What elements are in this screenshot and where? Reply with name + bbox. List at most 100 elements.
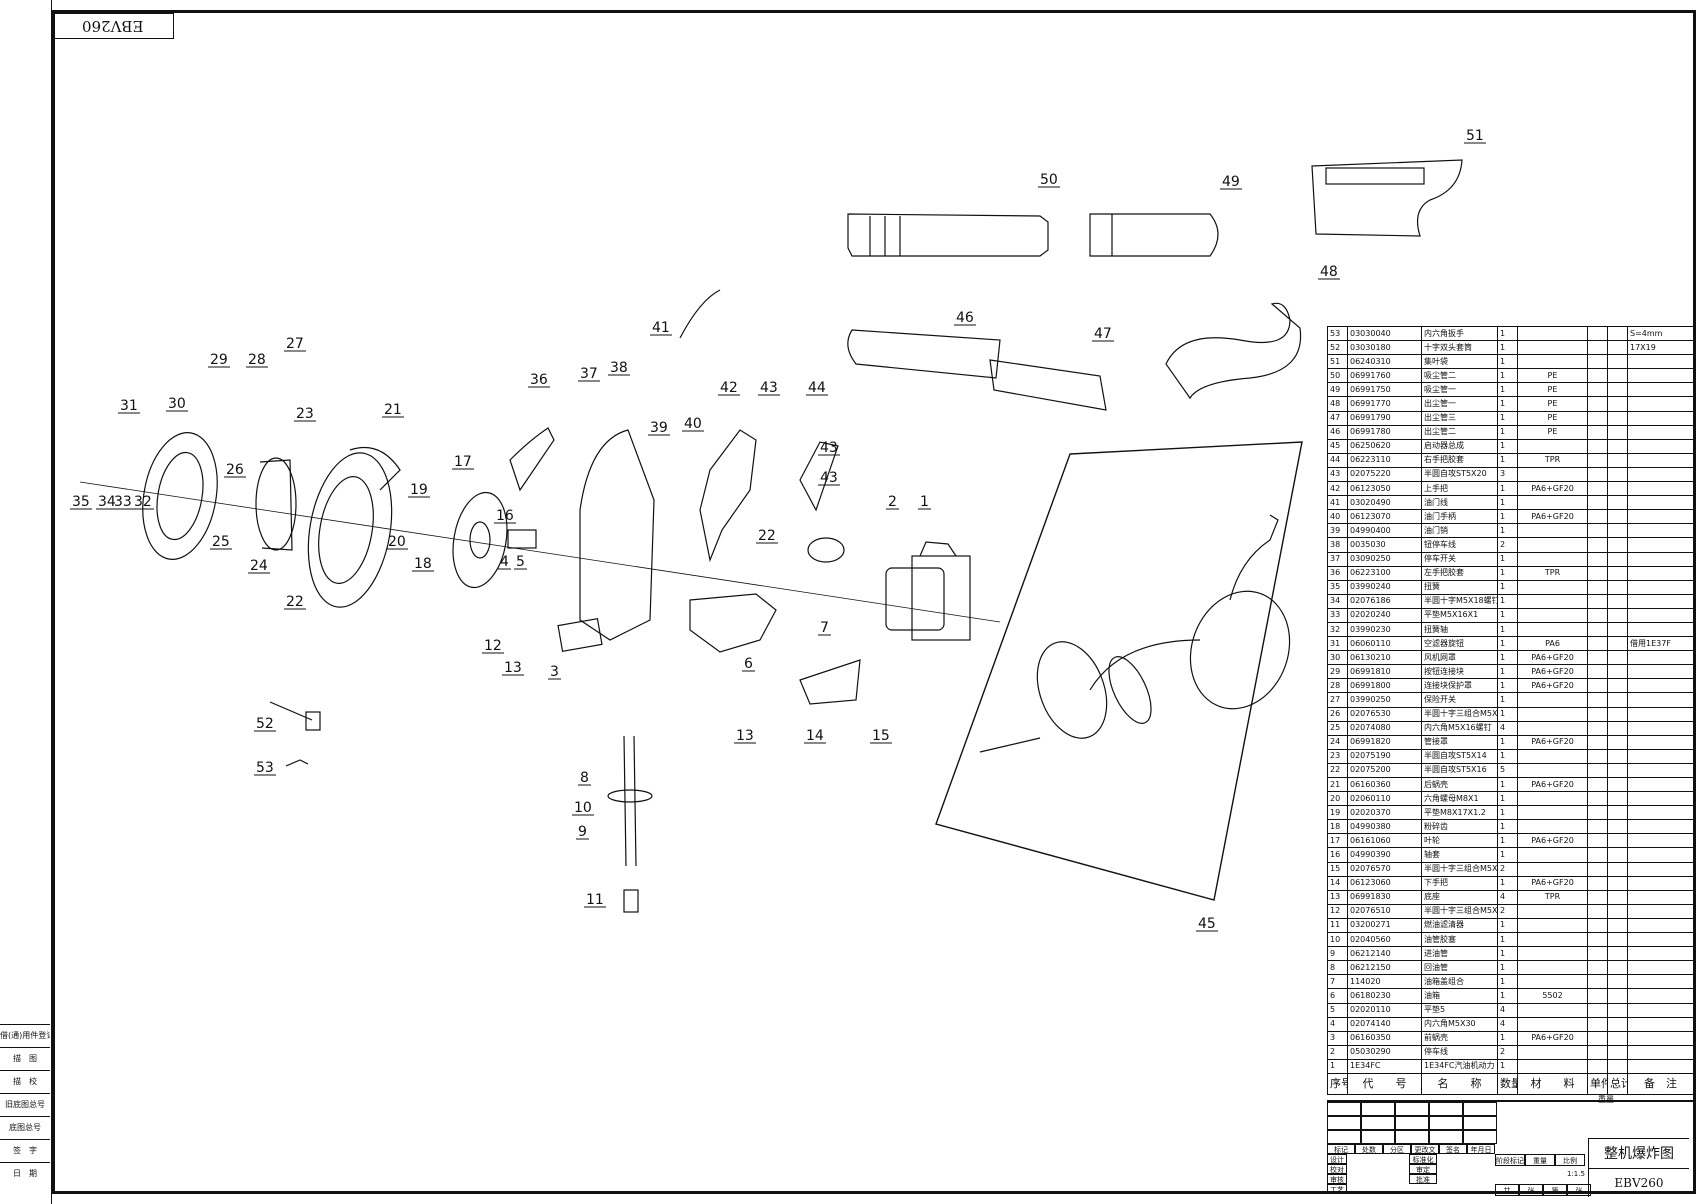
bom-cell [1607,382,1628,398]
bom-cell [1587,720,1608,736]
bom-cell [1517,466,1588,483]
bom-cell: S=4mm [1627,325,1694,342]
callout-18: 18 [414,556,432,572]
binding-margin [0,0,52,1204]
bom-cell: 06991800 [1347,678,1422,694]
bom-cell [1587,650,1608,666]
bom-cell [1587,565,1608,581]
bom-cell: 19 [1327,805,1348,821]
bom-cell: 1 [1497,452,1518,468]
bom-cell: 平垫M8X17X1.2 [1421,805,1498,821]
part-50-suction-tube [847,213,1049,257]
part-11-fuel-filter [623,889,639,913]
bom-cell [1587,1044,1608,1060]
title-block-cell: 工艺 [1327,1184,1347,1194]
bom-cell: 1 [1497,833,1518,849]
bom-cell [1607,1002,1628,1018]
part-3-front-volute [557,429,655,652]
fuel-lines-8-9 [607,735,653,867]
bom-cell [1517,340,1588,356]
bom-cell [1607,720,1628,736]
bom-cell [1607,664,1628,680]
bom-cell [1607,523,1628,539]
bom-cell [1517,917,1588,934]
bom-cell [1627,861,1694,877]
bom-cell [1627,1002,1694,1018]
part-53-hex-key [285,759,309,767]
bom-cell [1587,678,1608,694]
bom-cell: 03030040 [1347,325,1422,342]
bom-cell: 1 [1497,1030,1518,1046]
bom-cell: 右手把胶套 [1421,452,1498,468]
bom-cell: 06991820 [1347,734,1422,750]
callout-17: 17 [454,454,472,470]
callout-3: 3 [550,664,559,680]
bom-cell: 11 [1327,917,1348,934]
bom-cell [1627,748,1694,764]
callout-7: 7 [820,620,829,636]
bom-cell [1627,354,1694,370]
bom-cell: PA6 [1517,636,1588,652]
bom-cell: 2 [1497,861,1518,877]
bom-cell: PA6+GF20 [1517,509,1588,525]
bom-cell [1517,748,1588,764]
bom-header-cell: 名 称 [1421,1072,1498,1095]
drawing-model: EBV260 [1588,1168,1689,1197]
title-block-cell [1429,1116,1463,1130]
bom-cell: 47 [1327,410,1348,426]
bom-cell [1627,805,1694,821]
bom-cell [1587,974,1608,990]
bom-cell: 4 [1497,1002,1518,1018]
bom-cell [1627,537,1694,553]
callout-40: 40 [684,416,702,432]
bom-cell: 114020 [1347,974,1422,990]
bom-cell [1607,452,1628,468]
bom-cell [1587,537,1608,553]
bom-cell: 03090250 [1347,551,1422,567]
bom-cell: 5 [1327,1002,1348,1018]
bom-cell [1627,1016,1694,1032]
bom-cell [1587,960,1608,976]
bom-cell: 17 [1327,833,1348,849]
bom-cell: 03990240 [1347,579,1422,595]
callout-47: 47 [1094,326,1112,342]
bom-cell [1587,579,1608,595]
bom-cell: 22 [1327,762,1348,779]
callout-13a: 13 [504,660,522,676]
bom-cell: 32 [1327,621,1348,638]
bom-cell [1627,692,1694,708]
bom-cell [1627,438,1694,454]
bom-cell: 1 [1497,805,1518,821]
title-block-cell: 共 [1495,1184,1519,1196]
bom-cell [1627,509,1694,525]
left-register-label: 描 校 [0,1070,50,1093]
title-block-cell: 审核 [1327,1174,1347,1184]
title-block-cell: 阶段标记 [1495,1154,1525,1166]
title-block-cell [1463,1102,1497,1116]
bom-cell [1587,762,1608,779]
bom-cell: 2 [1497,537,1518,553]
bom-cell [1587,424,1608,440]
bom-cell: PE [1517,396,1588,412]
bom-cell: TPR [1517,452,1588,468]
part-36-left-grip [509,427,555,492]
bom-cell: 1E34FC汽油机动力 [1421,1058,1498,1074]
callout-6: 6 [744,656,753,672]
callout-26: 26 [226,462,244,478]
bom-cell [1627,523,1694,539]
bom-cell [1607,410,1628,426]
bom-cell: 半圆自攻ST5X16 [1421,762,1498,779]
bom-cell [1607,1058,1628,1074]
bom-cell: 1 [1497,917,1518,934]
bom-cell [1607,565,1628,581]
title-block-cell: 处数 [1355,1144,1383,1154]
bom-cell: 2 [1497,903,1518,919]
callout-43b: 43 [820,440,838,456]
bom-cell [1627,664,1694,680]
